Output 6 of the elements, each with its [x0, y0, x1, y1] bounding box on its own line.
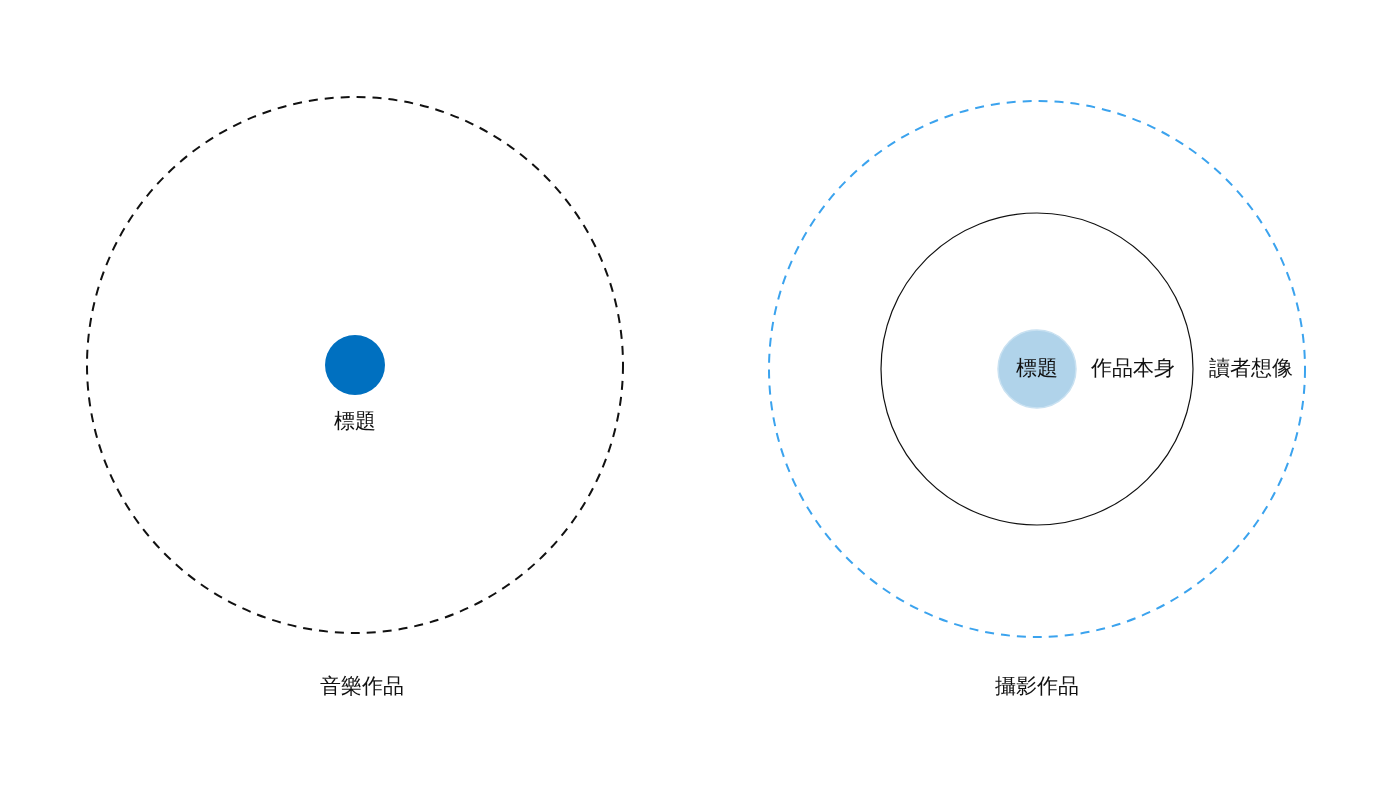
circle-label: 標題	[1016, 356, 1058, 382]
circle-label: 標題	[334, 409, 376, 435]
circle-label: 音樂作品	[320, 674, 404, 700]
circle-label: 讀者想像	[1209, 356, 1293, 382]
circle-label: 作品本身	[1091, 356, 1175, 382]
circle-label: 攝影作品	[995, 674, 1079, 700]
